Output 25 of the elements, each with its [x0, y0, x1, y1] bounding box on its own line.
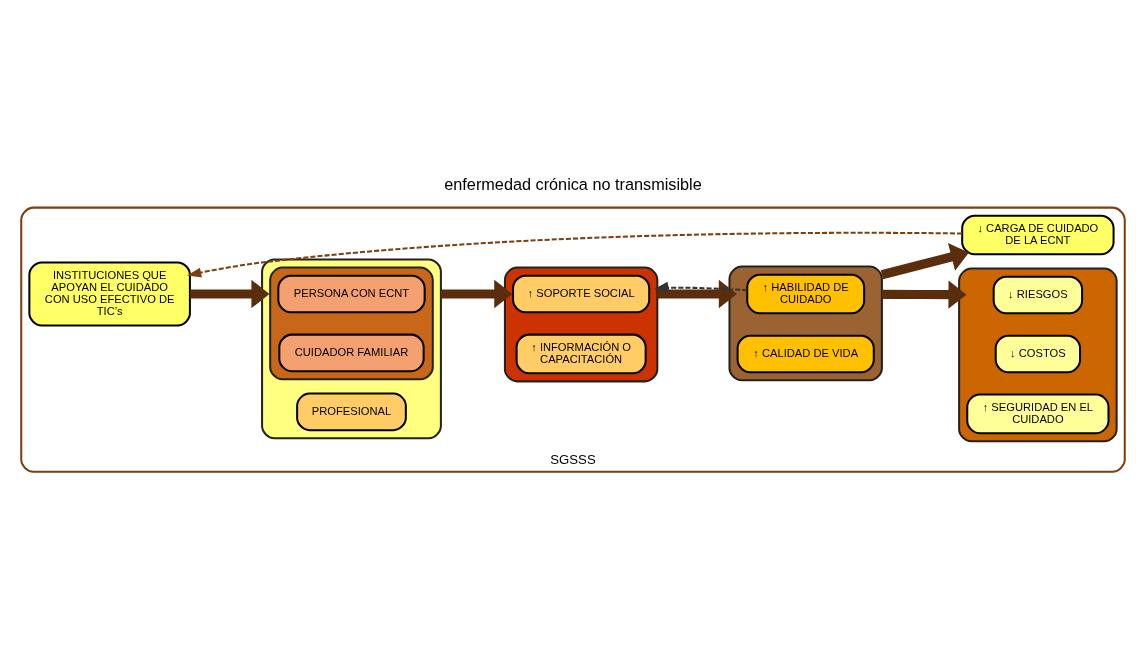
node-box: ↑ HABILIDAD DE CUIDADO [746, 273, 866, 314]
cluster [503, 266, 659, 382]
arrow [440, 279, 513, 308]
diagram-title: enfermedad crónica no transmisible [444, 174, 702, 193]
node-box: ↑ SEGURIDAD EN EL CUIDADO [966, 393, 1110, 434]
arrow [654, 281, 748, 292]
node-box: ↓ RIESGOS [992, 275, 1084, 314]
arrow [190, 279, 270, 308]
node-box: INSTITUCIONES QUE APOYAN EL CUIDADO CON USO EFECTIVO DE TIC’s [28, 260, 191, 326]
node-box: ↓ COSTOS [994, 334, 1082, 373]
node-box: ↑ INFORMACIÓN O CAPACITACIÓN [515, 333, 647, 374]
node-box: PROFESIONAL [296, 392, 407, 431]
cluster [728, 265, 883, 381]
arrow [657, 279, 737, 308]
node-box: PERSONA CON ECNT [277, 274, 426, 313]
cluster [261, 257, 442, 439]
cluster [269, 266, 434, 380]
node-box: CUIDADOR FAMILIAR [278, 333, 425, 372]
node-box: ↑ SOPORTE SOCIAL [512, 274, 651, 313]
node-box: ↑ CALIDAD DE VIDA [736, 334, 875, 373]
cluster [958, 267, 1118, 442]
node-box: ↓ CARGA DE CUIDADO DE LA ECNT [961, 214, 1115, 255]
arrow [187, 231, 963, 277]
arrow [881, 279, 967, 309]
arrow [880, 242, 970, 279]
